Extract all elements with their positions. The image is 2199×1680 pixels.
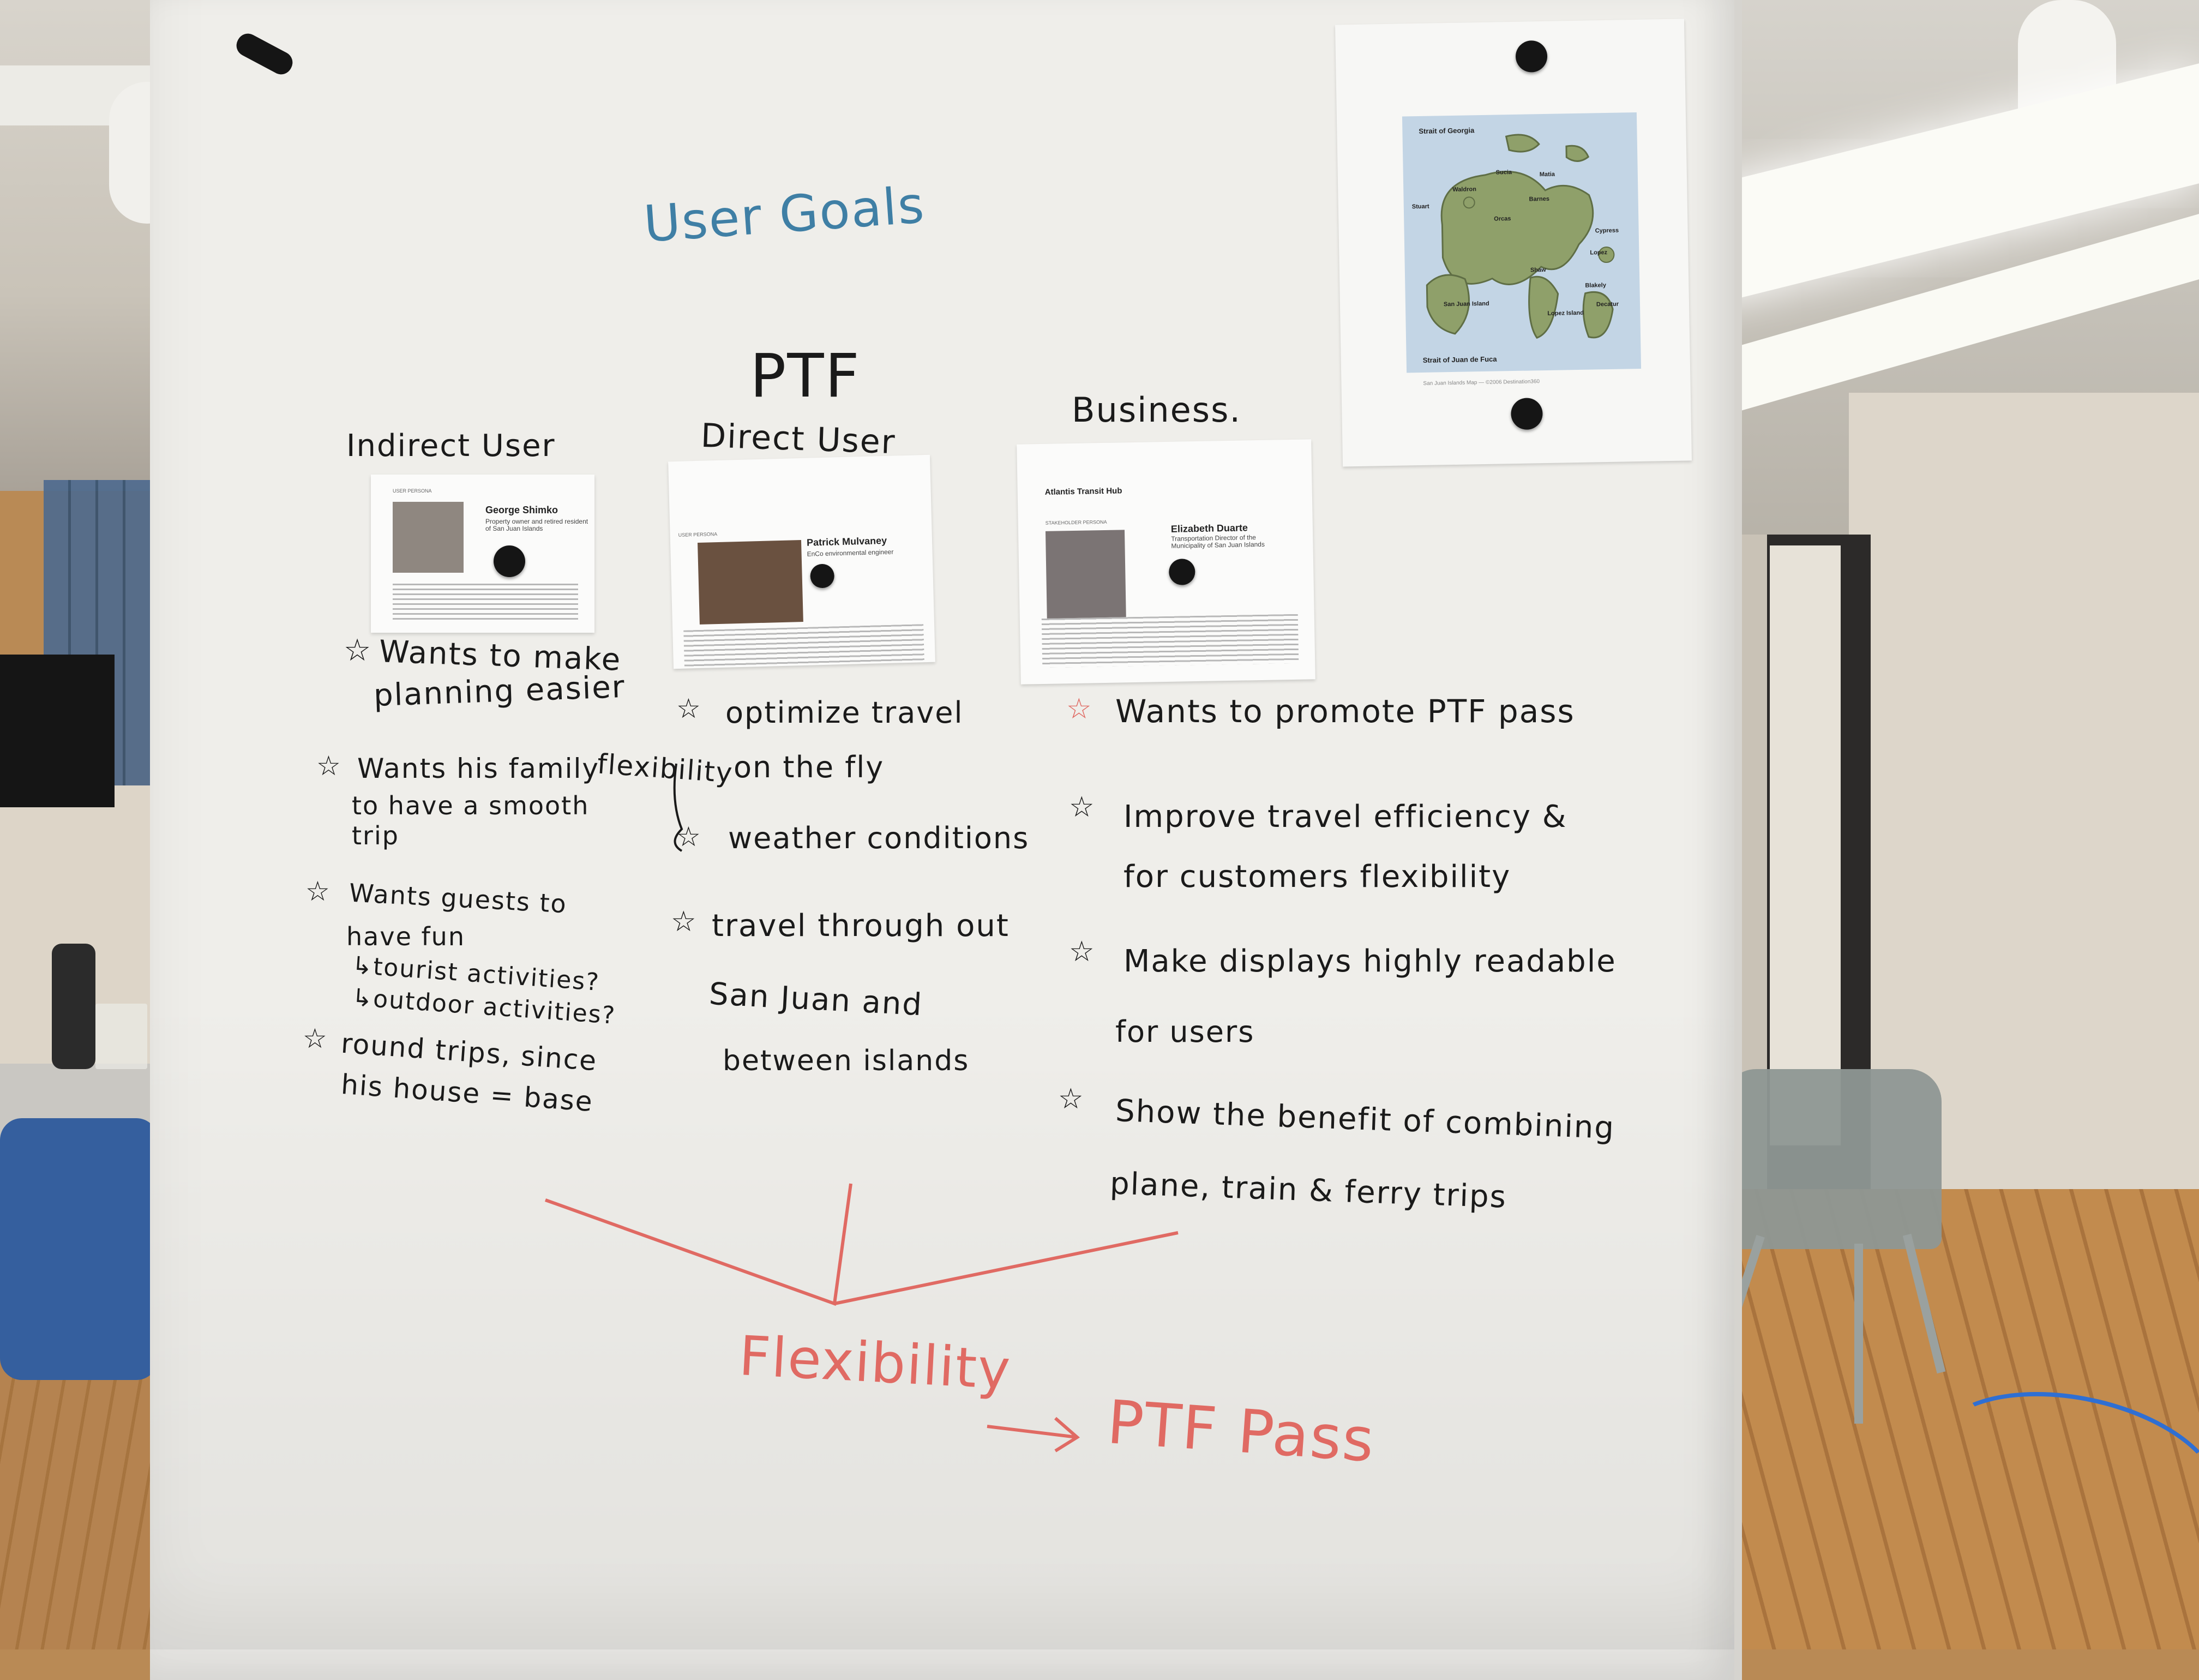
goal-star: ☆ (303, 1023, 328, 1054)
goal-line: to have a smooth (352, 791, 590, 820)
goal-line: weather conditions (728, 821, 1030, 855)
goal-star: ☆ (671, 905, 698, 938)
persona-photo (393, 502, 464, 573)
persona-card-george: USER PERSONA George Shimko Property owne… (371, 475, 594, 633)
persona-description-text (393, 584, 578, 622)
goal-line: have fun (346, 922, 465, 951)
persona-name: George Shimko (485, 505, 558, 515)
goal-line: optimize travel (725, 695, 964, 730)
goal-line: between islands (723, 1045, 970, 1077)
goal-star: ☆ (1058, 1083, 1085, 1115)
goal-star: ☆ (316, 750, 342, 782)
column-header-business: Business. (1072, 390, 1242, 430)
blue-chair (0, 1118, 158, 1380)
paper-roll-on-door (1770, 545, 1841, 1145)
chair-leg (1854, 1244, 1863, 1424)
ptf-group-label: PTF (750, 341, 861, 411)
grey-chair (1723, 1069, 1942, 1249)
goal-line: on the fly (734, 750, 885, 784)
goal-star: ☆ (305, 875, 331, 907)
goal-star: ☆ (1069, 791, 1096, 824)
goal-line: Wants his family (357, 753, 599, 784)
goal-line: trip (352, 821, 399, 850)
wall-monitor (0, 655, 115, 807)
goal-line: travel through out (712, 908, 1010, 944)
water-bottle (52, 944, 95, 1069)
goal-line: for users (1115, 1015, 1255, 1049)
san-juan-islands-map-sheet: Strait of Georgia Strait of Juan de Fuca… (1335, 19, 1692, 467)
goal-line: Wants to promote PTF pass (1115, 693, 1575, 730)
goal-star-red: ☆ (1066, 693, 1093, 725)
magnet (494, 545, 525, 577)
goal-star: ☆ (676, 693, 702, 724)
goal-line: Make displays highly readable (1123, 944, 1617, 979)
column-header-indirect-user: Indirect User (346, 428, 556, 464)
goal-star: ☆ (1069, 935, 1096, 968)
map-image (1402, 112, 1642, 373)
persona-role: Property owner and retired resident of S… (485, 518, 588, 532)
goal-line: for customers flexibility (1123, 859, 1511, 895)
goal-star: ☆ (344, 633, 372, 668)
map-graphic (1426, 134, 1615, 339)
goal-line: Improve travel efficiency & (1123, 799, 1567, 835)
plastic-cup (95, 1004, 147, 1069)
persona-tag: USER PERSONA (393, 488, 432, 494)
